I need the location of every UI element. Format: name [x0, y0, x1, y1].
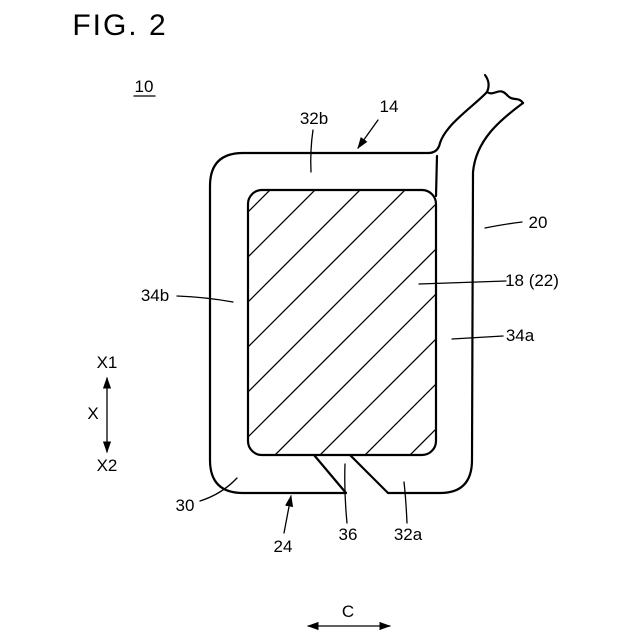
figure-title: FIG. 2 — [72, 9, 167, 42]
direction-label-x2: X2 — [97, 456, 118, 475]
label-36: 36 — [339, 525, 358, 544]
label-34a: 34a — [506, 326, 535, 345]
leader-32b — [311, 130, 313, 172]
label-14: 14 — [380, 97, 399, 116]
label-34b: 34b — [141, 286, 169, 305]
overlap-strip-edge-right — [350, 455, 388, 493]
tube-tail-line — [485, 75, 489, 92]
leader-30 — [200, 478, 237, 501]
label-18-22: 18 (22) — [505, 271, 559, 290]
leader-14-arrow — [358, 120, 378, 148]
leader-24-arrow — [284, 496, 291, 533]
sheath-outer-edge-right — [388, 103, 523, 493]
label-10: 10 — [135, 77, 154, 96]
leader-20 — [485, 222, 522, 228]
label-24: 24 — [274, 537, 293, 556]
direction-label-c: C — [342, 602, 354, 621]
leader-18-22 — [419, 281, 506, 284]
overlap-strip-edge-left — [314, 455, 346, 493]
leader-34b — [177, 296, 233, 302]
core-hatching — [0, 150, 640, 500]
label-32a: 32a — [394, 525, 423, 544]
direction-label-x1: X1 — [97, 353, 118, 372]
leader-32a — [404, 482, 407, 523]
label-30: 30 — [176, 496, 195, 515]
tube-break-line — [487, 91, 523, 103]
leader-34a — [452, 336, 503, 339]
direction-label-x: X — [87, 404, 98, 423]
top-band-end — [436, 156, 437, 196]
label-20: 20 — [529, 213, 548, 232]
label-32b: 32b — [300, 109, 328, 128]
